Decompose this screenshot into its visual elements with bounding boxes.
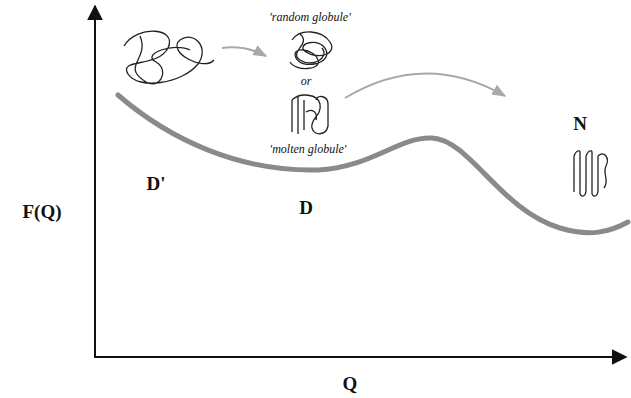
state-caption: 'random globule' <box>269 11 350 24</box>
molten-globule-figure <box>292 95 328 134</box>
axis-label: Q <box>343 374 358 395</box>
transition-arrow <box>222 47 266 56</box>
unfolded-chain <box>124 31 214 84</box>
random-globule-figure <box>290 32 332 69</box>
state-label: D' <box>147 174 166 195</box>
transition-arrow <box>345 73 505 98</box>
x-axis <box>94 356 626 358</box>
state-label: D <box>299 198 313 219</box>
state-caption: or <box>301 75 312 88</box>
axis-label: F(Q) <box>22 202 61 223</box>
native-structure-figure <box>574 151 607 196</box>
state-caption: 'molten globule' <box>270 143 347 156</box>
y-axis <box>94 6 96 358</box>
free-energy-curve <box>118 95 628 233</box>
state-label: N <box>573 114 587 135</box>
